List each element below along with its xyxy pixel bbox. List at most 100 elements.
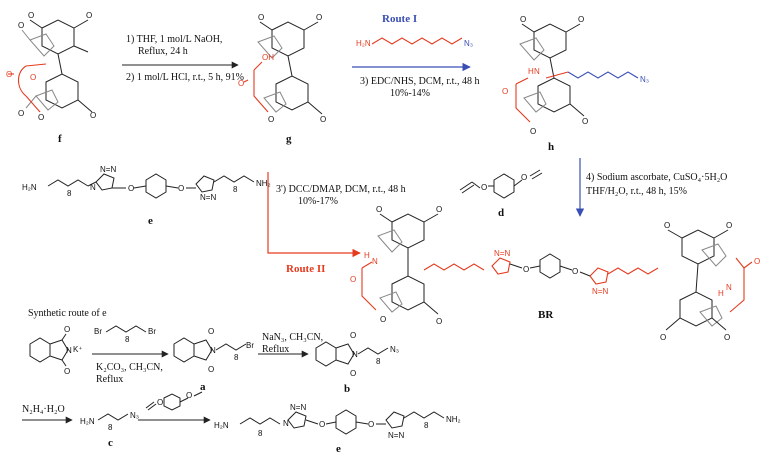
label-br: BR [538, 309, 554, 321]
svg-text:O: O [754, 257, 760, 266]
structure-e-bottom [239, 409, 445, 435]
label-d: d [498, 207, 504, 219]
svg-text:8: 8 [233, 185, 238, 194]
svg-text:H: H [364, 251, 370, 260]
svg-text:O: O [578, 15, 584, 24]
svg-text:N: N [372, 257, 378, 266]
structure-c [97, 413, 129, 421]
svg-text:H₂N: H₂N [214, 421, 229, 430]
amino-azide-reagent [371, 37, 463, 45]
cond-step3p-line1: 3') DCC/DMAP, DCM, r.t., 48 h [276, 184, 406, 195]
svg-text:H₂N: H₂N [22, 183, 37, 192]
svg-text:O: O [350, 331, 356, 340]
svg-text:O: O [320, 115, 326, 124]
svg-text:O: O [186, 391, 192, 400]
svg-text:O: O [178, 184, 184, 193]
cond-nan3-line2: Reflux [262, 344, 289, 355]
structure-dibromodecane [105, 325, 147, 333]
svg-text:O: O [376, 205, 382, 214]
svg-text:O: O [208, 365, 214, 374]
arrow-route2-g-to-br [267, 172, 361, 258]
svg-text:O: O [436, 205, 442, 214]
svg-text:O: O [350, 275, 356, 284]
svg-text:O: O [208, 327, 214, 336]
svg-text:O: O [316, 13, 322, 22]
svg-text:Br: Br [148, 327, 156, 336]
svg-text:O: O [64, 367, 70, 376]
svg-text:K⁺: K⁺ [73, 345, 83, 354]
svg-text:N=N: N=N [388, 431, 404, 440]
svg-text:Br: Br [94, 327, 102, 336]
svg-text:N=N: N=N [100, 165, 116, 174]
cond-step3-line2: 10%-14% [390, 88, 430, 99]
svg-text:O: O [350, 369, 356, 378]
cond-step1-line2: Reflux, 24 h [138, 46, 188, 57]
svg-text:N: N [210, 346, 216, 355]
svg-text:N₃: N₃ [640, 75, 649, 84]
svg-text:O: O [238, 79, 244, 88]
svg-text:N=N: N=N [200, 193, 216, 202]
svg-text:N: N [90, 183, 96, 192]
section-title-synthetic-route: Synthetic route of e [28, 308, 107, 319]
cond-k2co3-line1: K₂CO₃, CH₃CN, [96, 362, 163, 373]
svg-text:N=N: N=N [592, 287, 608, 296]
svg-text:O: O [523, 265, 529, 274]
svg-text:N: N [283, 419, 289, 428]
structure-h [515, 23, 639, 123]
svg-text:N=N: N=N [290, 403, 306, 412]
svg-text:O: O [28, 11, 34, 20]
svg-text:O: O [436, 317, 442, 326]
cond-n2h4: N₂H₄·H₂O [22, 404, 65, 415]
svg-text:N=N: N=N [494, 249, 510, 258]
svg-text:N₃: N₃ [130, 411, 139, 420]
cond-step4-line1: 4) Sodium ascorbate, CuSO₄·5H₂O [586, 172, 727, 183]
svg-text:O: O [481, 183, 487, 192]
svg-text:N: N [534, 67, 540, 76]
svg-text:H: H [528, 67, 534, 76]
svg-text:N₃: N₃ [464, 39, 473, 48]
svg-text:8: 8 [67, 189, 72, 198]
structure-d [459, 169, 543, 199]
svg-text:O: O [157, 398, 163, 407]
svg-text:8: 8 [376, 357, 381, 366]
label-b: b [344, 383, 350, 395]
svg-text:O: O [258, 13, 264, 22]
structure-f [8, 19, 93, 113]
svg-text:O: O [18, 21, 24, 30]
svg-text:NH₂: NH₂ [446, 415, 461, 424]
svg-text:N: N [352, 350, 358, 359]
structure-e-top [47, 173, 255, 199]
svg-text:O: O [368, 420, 374, 429]
svg-text:N: N [726, 283, 732, 292]
svg-text:O: O [572, 267, 578, 276]
structure-g [243, 21, 323, 115]
svg-text:O: O [530, 127, 536, 136]
structure-potassium-phthalimide [29, 333, 69, 367]
svg-text:O: O [521, 173, 527, 182]
svg-text:O: O [502, 87, 508, 96]
svg-text:8: 8 [424, 421, 429, 430]
svg-text:8: 8 [125, 335, 130, 344]
label-g: g [286, 133, 292, 145]
svg-text:O: O [582, 117, 588, 126]
svg-text:O: O [664, 221, 670, 230]
label-h: h [548, 141, 554, 153]
svg-text:N₃: N₃ [390, 345, 399, 354]
svg-text:O: O [128, 184, 134, 193]
cond-step4-line2: THF/H₂O, r.t., 48 h, 15% [586, 186, 687, 197]
cond-nan3-line1: NaN₃, CH₃CN, [262, 332, 323, 343]
structure-dialkyne-small [145, 391, 203, 411]
svg-text:O: O [38, 113, 44, 122]
svg-text:O: O [6, 70, 12, 79]
cond-k2co3-line2: Reflux [96, 374, 123, 385]
svg-text:O: O [30, 73, 36, 82]
structure-b [315, 341, 389, 367]
cond-step3p-line2: 10%-17% [298, 196, 338, 207]
label-c: c [108, 437, 113, 449]
svg-text:O: O [90, 111, 96, 120]
svg-text:N: N [66, 346, 72, 355]
svg-text:8: 8 [234, 353, 239, 362]
route2-label: Route II [286, 263, 325, 275]
svg-text:O: O [86, 11, 92, 20]
label-e-top: e [148, 215, 153, 227]
